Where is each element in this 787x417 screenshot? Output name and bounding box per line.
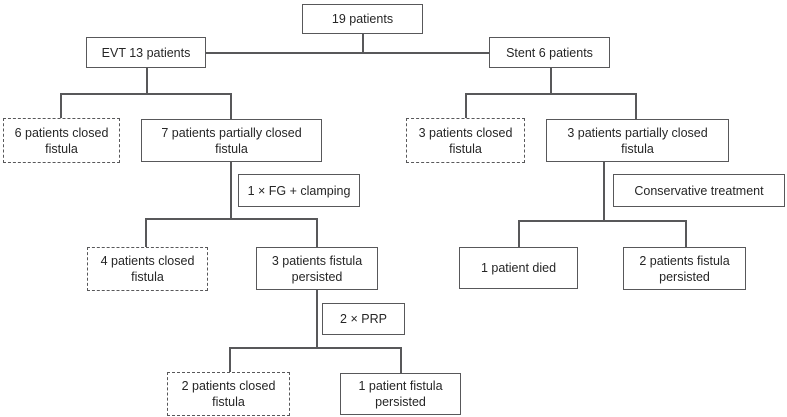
flow-node-fg-persisted: 3 patients fistula persisted [256,247,378,290]
connector-prp-down [316,290,318,347]
connector-stent-fork [465,93,635,95]
connector-evt-closed-drop [60,93,62,118]
connector-prp-persisted-drop [400,347,402,373]
connector-conservative-down [603,162,605,220]
flow-node-stent: Stent 6 patients [489,37,610,68]
connector-stent-down [550,68,552,93]
connector-conservative-fork [518,220,685,222]
flow-node-fg-closed: 4 patients closed fistula [87,247,208,291]
flow-node-prp-closed: 2 patients closed fistula [167,372,290,416]
connector-died-drop [518,220,520,247]
flow-node-evt-partially-closed: 7 patients partially closed fistula [141,119,322,162]
connector-evt-partial-drop [230,93,232,119]
connector-stent-partial-drop [635,93,637,119]
flow-node-evt: EVT 13 patients [86,37,206,68]
connector-evt-down [146,68,148,93]
connector-fg-closed-drop [145,218,147,247]
connector-stent-persisted-drop [685,220,687,247]
flow-node-prp-persisted: 1 patient fistula persisted [340,373,461,415]
flow-node-prp: 2 × PRP [322,303,405,335]
connector-prp-fork [229,347,400,349]
connector-fg-fork [145,218,316,220]
connector-fg-persisted-drop [316,218,318,247]
flow-node-evt-closed: 6 patients closed fistula [3,118,120,163]
flow-node-total-patients: 19 patients [302,4,423,34]
flow-node-stent-partially-closed: 3 patients partially closed fistula [546,119,729,162]
flow-node-stent-closed: 3 patients closed fistula [406,118,525,163]
connector-evt-stent [206,52,489,54]
flow-node-patient-died: 1 patient died [459,247,578,289]
connector-prp-closed-drop [229,347,231,372]
connector-fg-down [230,162,232,218]
flow-node-fg-clamping: 1 × FG + clamping [238,174,360,207]
connector-evt-fork [60,93,230,95]
flow-node-conservative-treatment: Conservative treatment [613,174,785,207]
connector-total-down [362,33,364,52]
connector-stent-closed-drop [465,93,467,118]
flow-node-stent-persisted: 2 patients fistula persisted [623,247,746,290]
